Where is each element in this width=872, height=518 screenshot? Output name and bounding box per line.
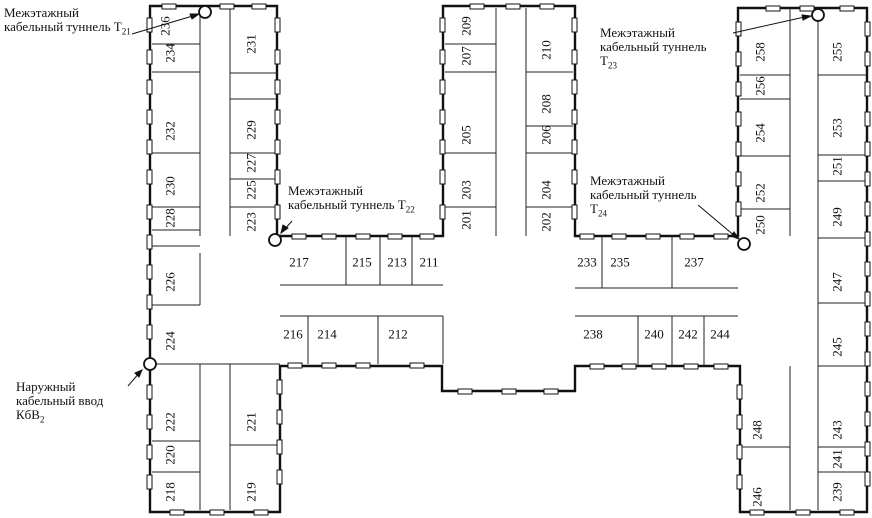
input-line1: Наружный	[16, 379, 76, 394]
room-256-label: 256	[753, 76, 768, 96]
room-214-label: 214	[317, 327, 337, 342]
room-220-label: 220	[163, 445, 178, 465]
room-232-label: 232	[163, 121, 178, 141]
t22-line2: кабельный туннель Т22	[288, 197, 415, 215]
room-248-label: 248	[750, 420, 765, 440]
room-243-label: 243	[830, 420, 845, 440]
tunnel-t22-marker	[268, 233, 282, 247]
room-210-label: 210	[539, 40, 554, 60]
room-228-label: 228	[163, 208, 178, 228]
room-208-label: 208	[539, 94, 554, 114]
tunnel-t21-marker	[198, 5, 212, 19]
room-241-label: 241	[830, 449, 845, 469]
annotation-tunnel-t23: Межэтажный кабельный туннель Т23	[600, 26, 707, 73]
room-212-label: 212	[388, 327, 408, 342]
tunnel-t23-marker	[811, 8, 825, 22]
annotation-tunnel-t21: Межэтажный кабельный туннель Т21	[4, 6, 131, 39]
t24-line3: Т24	[590, 201, 607, 219]
room-240-label: 240	[644, 327, 664, 342]
room-221-label: 221	[244, 412, 259, 432]
room-211-label: 211	[419, 255, 438, 270]
room-237-label: 237	[684, 255, 704, 270]
t23-line3: Т23	[600, 53, 617, 71]
input-line2: кабельный ввод	[16, 393, 104, 408]
room-249-label: 249	[830, 207, 845, 227]
room-206-label: 206	[539, 125, 554, 145]
room-229-label: 229	[244, 120, 259, 140]
room-213-label: 213	[387, 255, 407, 270]
room-204-label: 204	[539, 180, 554, 200]
input-line3: КбВ2	[16, 407, 45, 425]
room-246-label: 246	[750, 487, 765, 507]
room-225-label: 225	[244, 180, 259, 200]
room-250-label: 250	[753, 215, 768, 235]
room-252-label: 252	[753, 183, 768, 203]
room-201-label: 201	[459, 210, 474, 230]
room-254-label: 254	[753, 123, 768, 143]
room-216-label: 216	[283, 327, 303, 342]
room-235-label: 235	[610, 255, 630, 270]
room-224-label: 224	[163, 331, 178, 351]
t24-line2: кабельный туннель	[590, 187, 697, 202]
room-230-label: 230	[163, 176, 178, 196]
room-255-label: 255	[830, 42, 845, 62]
room-202-label: 202	[539, 212, 554, 232]
room-205-label: 205	[459, 125, 474, 145]
t24-line1: Межэтажный	[590, 173, 665, 188]
tunnel-t24-marker	[737, 237, 751, 251]
t21-line2: кабельный туннель Т21	[4, 19, 131, 37]
room-222-label: 222	[163, 412, 178, 432]
cable-input-marker	[143, 357, 157, 371]
t21-line1: Межэтажный	[4, 5, 79, 20]
room-244-label: 244	[710, 327, 730, 342]
room-247-label: 247	[830, 272, 845, 292]
t23-line1: Межэтажный	[600, 25, 675, 40]
room-251-label: 251	[830, 156, 845, 176]
room-234-label: 234	[163, 43, 178, 63]
annotation-tunnel-t22: Межэтажный кабельный туннель Т22	[288, 184, 415, 217]
room-226-label: 226	[163, 272, 178, 292]
room-245-label: 245	[830, 337, 845, 357]
room-233-label: 233	[577, 255, 597, 270]
room-242-label: 242	[678, 327, 698, 342]
room-209-label: 209	[459, 16, 474, 36]
room-219-label: 219	[244, 482, 259, 502]
room-227-label: 227	[244, 153, 259, 173]
room-239-label: 239	[830, 482, 845, 502]
annotation-tunnel-t24: Межэтажный кабельный туннель Т24	[590, 174, 697, 221]
room-207-label: 207	[459, 46, 474, 66]
room-238-label: 238	[583, 327, 603, 342]
annotation-cable-input: Наружный кабельный ввод КбВ2	[16, 380, 103, 427]
room-203-label: 203	[459, 180, 474, 200]
room-215-label: 215	[352, 255, 372, 270]
t22-line1: Межэтажный	[288, 183, 363, 198]
room-253-label: 253	[830, 118, 845, 138]
room-236-label: 236	[158, 16, 173, 36]
room-218-label: 218	[163, 482, 178, 502]
room-231-label: 231	[244, 34, 259, 54]
room-223-label: 223	[244, 212, 259, 232]
room-217-label: 217	[289, 255, 309, 270]
t23-line2: кабельный туннель	[600, 39, 707, 54]
room-258-label: 258	[753, 42, 768, 62]
